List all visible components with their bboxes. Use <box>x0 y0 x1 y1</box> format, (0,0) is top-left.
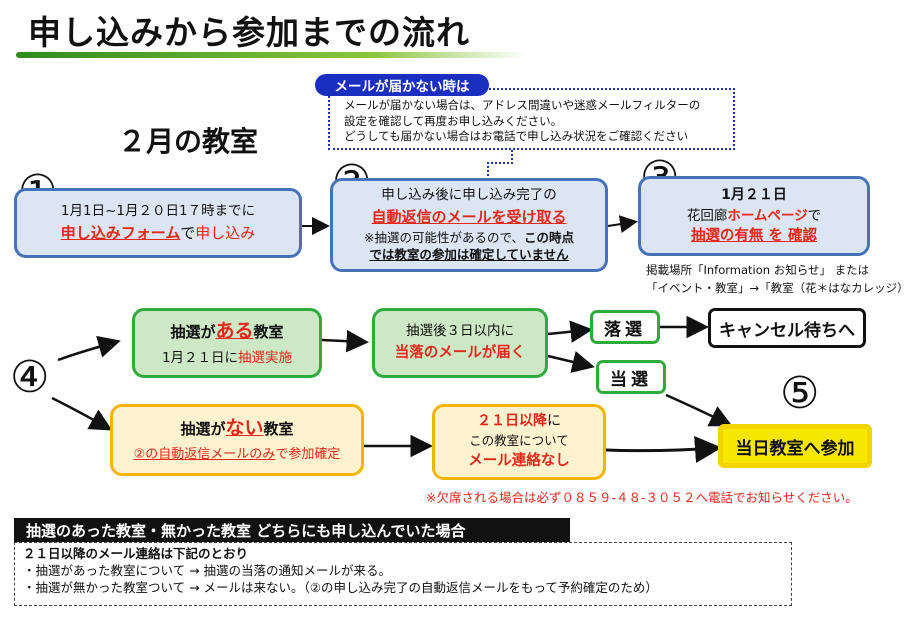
result-box: 抽選後３日以内に 当落のメールが届く <box>372 308 548 378</box>
step2-line1: 申し込み後に申し込み完了の <box>381 186 557 203</box>
lottery-c: 教室 <box>253 323 284 342</box>
bottom-heading: 抽選のあった教室・無かった教室 どちらにも申し込んでいた場合 <box>14 518 570 542</box>
arrow-after21-to-join <box>605 436 722 463</box>
step3-where1: 掲載場所「Information お知らせ」 または <box>646 263 870 277</box>
arrow-result-to-win <box>547 351 595 373</box>
step2-note-c: では教室の参加は確定していません <box>369 247 569 263</box>
notice-line1: メールが届かない場合は、アドレス間違いや迷惑メールフィルターの <box>344 98 701 112</box>
after21-ni: に <box>547 413 561 430</box>
step3-de: で <box>807 207 822 224</box>
step1-deadline: 1月1日~1月２０日1７時までに <box>60 203 256 220</box>
no-lottery-confirmed: で参加確定 <box>275 447 341 463</box>
bottom-line2: ・抽選があった教室について → 抽選の当落の通知メールが来る。 <box>23 562 392 578</box>
after21-no-mail: メール連絡なし <box>468 453 570 470</box>
page-title: 申し込みから参加までの流れ <box>28 13 470 52</box>
step1-box: 1月1日~1月２０日1７時までに 申し込みフォームで申し込み <box>14 188 302 258</box>
step2-note-a: ※抽選の可能性があるので、 <box>364 230 524 246</box>
notice-line3: どうしても届かない場合はお電話で申し込み状況をご確認ください <box>344 129 689 144</box>
arrow-4-to-no-lottery <box>51 396 113 431</box>
step3-homepage: ホームページ <box>727 207 808 224</box>
step3-location-note: 掲載場所「Information お知らせ」 または 「イベント・教室」→「教室… <box>646 262 909 298</box>
step3-where2: 「イベント・教室」→「教室（花＊はなカレッジ） <box>646 280 909 295</box>
bottom-line1: ２１日以降のメール連絡は下記のとおり <box>23 546 249 561</box>
step3-box: 1月２１日 花回廊ホームページで 抽選の有無 を 確認 <box>638 176 870 256</box>
win-tag: 当選 <box>596 360 666 394</box>
result-line2: 当落のメールが届く <box>394 345 526 362</box>
title-underline <box>16 52 526 58</box>
step3-date: 1月２１日 <box>721 186 787 203</box>
notice-box: メールが届かない場合は、アドレス間違いや迷惑メールフィルターの 設定を確認して再… <box>328 88 735 150</box>
step2-box: 申し込み後に申し込み完了の 自動返信のメールを受け取る ※抽選の可能性があるので… <box>330 178 608 272</box>
step1-apply: 申し込み <box>195 224 256 243</box>
step1-de: で <box>180 224 196 243</box>
arrow-win-to-join <box>665 393 733 427</box>
after21-line2: この教室について <box>469 433 569 449</box>
result-line1: 抽選後３日以内に <box>406 323 514 340</box>
lottery-held: 抽選実施 <box>238 349 293 366</box>
arrow-result-to-lose <box>547 320 593 343</box>
cancel-wait-box: キャンセル待ちへ <box>708 308 866 348</box>
lose-tag: 落選 <box>590 310 660 344</box>
notice-connector <box>487 150 513 178</box>
bottom-box: ２１日以降のメール連絡は下記のとおり ・抽選があった教室について → 抽選の当落… <box>14 542 792 606</box>
notice-tab: メールが届かない時は <box>315 74 489 96</box>
step3-check: 抽選の有無 を 確認 <box>690 227 818 244</box>
join-box: 当日教室へ参加 <box>718 424 872 468</box>
after21-date: ２１日以降 <box>477 413 547 430</box>
no-lottery-nai: ない <box>225 417 264 440</box>
arrow-4-to-lottery <box>57 335 121 362</box>
notice-line2: 設定を確認して再度お申し込みください。 <box>344 113 563 128</box>
month-label: ２月の教室 <box>118 125 259 158</box>
lottery-date: 1月２１日に <box>161 349 239 366</box>
arrow-lottery-to-result <box>321 329 369 353</box>
step2-note-b: この時点 <box>523 230 574 246</box>
no-lottery-auto-only: ②の自動返信メールのみ <box>133 447 276 463</box>
no-lottery-a: 抽選が <box>180 420 226 439</box>
lottery-aru: ある <box>215 320 254 343</box>
no-lottery-box: 抽選がない教室 ②の自動返信メールのみで参加確定 <box>110 404 364 476</box>
step2-auto-reply: 自動返信のメールを受け取る <box>371 208 567 227</box>
bottom-line3: ・抽選が無かった教室ついて → メールは来ない。（②の申し込み完了の自動返信メー… <box>23 579 658 595</box>
step5-number: ⑤ <box>780 368 820 419</box>
lottery-box: 抽選がある教室 1月２１日に抽選実施 <box>132 308 322 378</box>
arrow-2-to-3 <box>607 215 638 234</box>
step3-hanakairou: 花回廊 <box>686 207 728 224</box>
lottery-a: 抽選が <box>170 323 216 342</box>
step1-form-link: 申し込みフォーム <box>60 224 181 243</box>
absent-note: ※欠席される場合は必ず０８５９-４８-３０５２へ電話でお知らせください。 <box>426 490 858 505</box>
after21-box: ２１日以降に この教室について メール連絡なし <box>432 404 606 480</box>
step4-number: ④ <box>10 352 50 403</box>
no-lottery-c: 教室 <box>263 420 294 439</box>
